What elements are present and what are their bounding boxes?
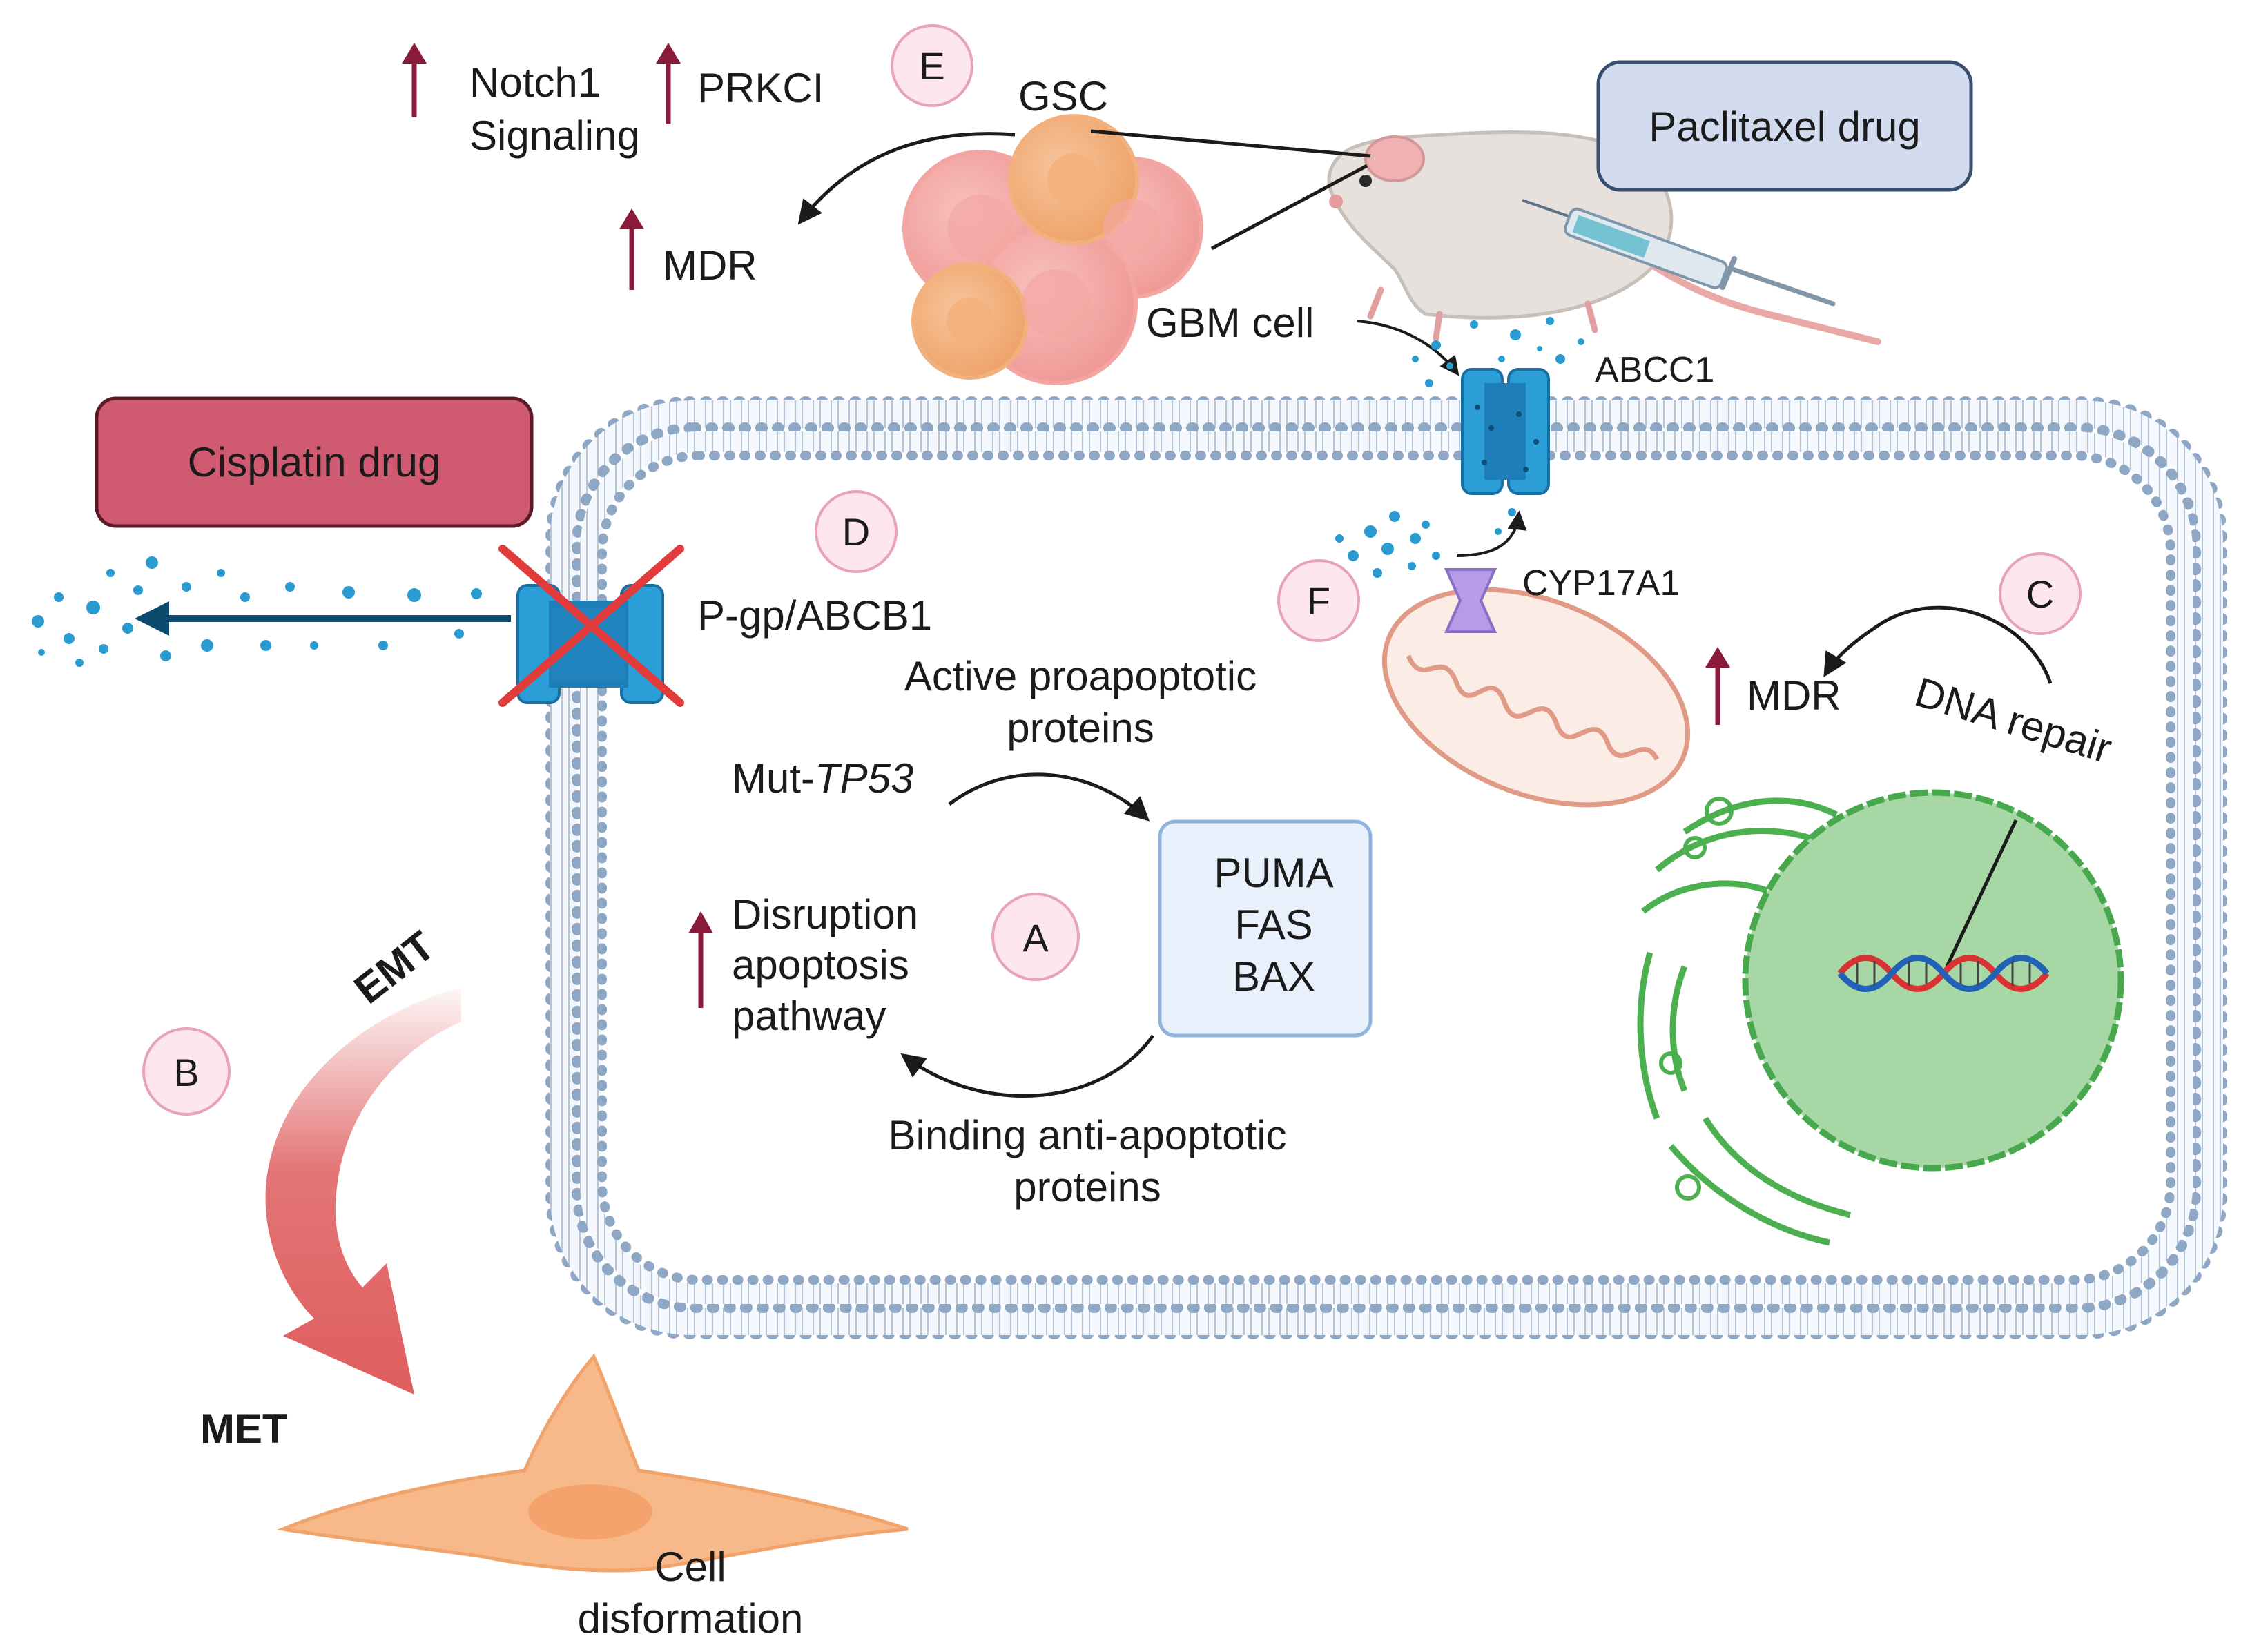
badge-a: A	[991, 893, 1080, 981]
endoplasmic-reticulum-icon	[1637, 797, 1852, 1246]
abcc1-transporter-icon	[1461, 368, 1550, 495]
mdr-right-label: MDR	[1747, 672, 1841, 719]
cisplatin-drug-box: Cisplatin drug	[95, 396, 534, 528]
svg-text:C: C	[2026, 572, 2054, 616]
cisplatin-label: Cisplatin drug	[188, 439, 441, 485]
abcc1-label: ABCC1	[1595, 350, 1714, 390]
cyp17a1-particles	[1335, 508, 1516, 578]
active-proapoptotic-label-2: proteins	[1007, 705, 1154, 751]
dna-repair-to-mdr-arrow	[1823, 605, 2053, 684]
pgp-transporter-icon	[516, 584, 664, 704]
cyp17a1-to-abcc1-arrow	[1456, 510, 1527, 557]
cyp17a1-enzyme-icon	[1444, 568, 1497, 633]
puma-label: PUMA	[1214, 850, 1333, 896]
svg-text:B: B	[173, 1051, 199, 1094]
badge-c: C	[1999, 552, 2082, 635]
cell-label-1: Cell	[654, 1544, 726, 1590]
proapoptotic-proteins-box: PUMA FAS BAX	[1158, 819, 1373, 1038]
dna-repair-label: DNA repair	[1910, 668, 2117, 772]
emt-to-met-arrow	[265, 987, 461, 1395]
svg-text:D: D	[842, 510, 870, 554]
badge-b: B	[142, 1027, 231, 1116]
disruption-group: Disruption apoptosis pathway	[688, 891, 918, 1039]
badge-f: F	[1277, 559, 1360, 642]
tp53-to-puma-arrow	[948, 772, 1150, 822]
paclitaxel-drug-box: Paclitaxel drug	[1596, 60, 1973, 192]
svg-text:A: A	[1022, 916, 1049, 960]
binding-antiapoptotic-label-1: Binding anti-apoptotic	[888, 1112, 1286, 1158]
active-proapoptotic-label-1: Active proapoptotic	[904, 653, 1257, 699]
mdr-top-label: MDR	[663, 242, 757, 289]
gsc-label: GSC	[1018, 73, 1108, 119]
disruption-label-2: apoptosis	[732, 942, 909, 988]
gsc-to-mouse-line	[1090, 129, 1371, 158]
tumor-cell-cluster	[902, 114, 1203, 385]
fas-label: FAS	[1234, 902, 1312, 948]
badge-e: E	[891, 24, 973, 107]
binding-antiapoptotic-label-2: proteins	[1014, 1164, 1161, 1210]
efflux-particles	[32, 556, 482, 667]
prkci-group: PRKCI	[656, 43, 824, 124]
nucleus-pointer-line	[1945, 819, 2018, 968]
gsc-to-mdr-arrow	[797, 132, 1016, 225]
syringe-icon	[1522, 199, 1836, 307]
dna-helix-icon	[1837, 955, 2050, 992]
cell-label-2: disformation	[578, 1595, 804, 1642]
mut-tp53-label: Mut-TP53	[732, 755, 913, 801]
prkci-label: PRKCI	[697, 65, 824, 111]
svg-text:E: E	[919, 44, 944, 88]
gbm-to-abcc1-arrow	[1356, 320, 1459, 376]
mitochondrion-icon	[1381, 587, 1691, 808]
mesenchymal-cell-icon	[276, 1353, 909, 1573]
signaling-label: Signaling	[469, 113, 640, 159]
bax-label: BAX	[1232, 953, 1315, 1000]
disruption-label-3: pathway	[732, 993, 886, 1039]
mouse-icon	[1327, 130, 1881, 345]
gbm-to-mouse-line	[1210, 164, 1368, 251]
badge-d: D	[815, 490, 898, 573]
abcc1-particles	[1412, 317, 1584, 387]
pgp-label: P-gp/ABCB1	[697, 592, 932, 639]
mdr-top-group: MDR	[619, 208, 757, 290]
mdr-right-group: MDR	[1705, 647, 1841, 725]
svg-text:F: F	[1307, 579, 1330, 623]
paclitaxel-label: Paclitaxel drug	[1649, 104, 1921, 150]
met-label: MET	[200, 1406, 288, 1452]
notch1-label: Notch1	[469, 59, 601, 106]
cyp17a1-label: CYP17A1	[1522, 563, 1680, 603]
notch1-group: Notch1 Signaling	[402, 43, 640, 159]
disruption-label-1: Disruption	[732, 891, 918, 937]
cell-membrane	[545, 396, 2227, 1339]
gbm-cell-label: GBM cell	[1146, 300, 1314, 346]
puma-to-disruption-arrow	[900, 1034, 1155, 1098]
blocked-x-icon	[498, 545, 684, 707]
